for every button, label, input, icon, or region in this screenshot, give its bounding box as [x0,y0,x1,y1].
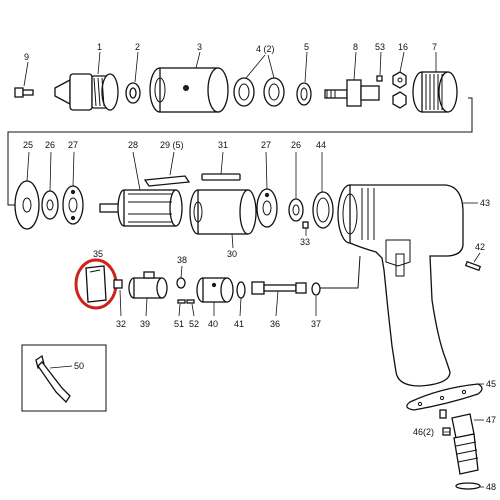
label-43: 43 [480,198,490,208]
part-25-flange [14,180,40,230]
label-9: 9 [24,52,29,62]
part-31-pin [201,173,241,181]
part-1-chuck [54,73,119,111]
label-44: 44 [316,140,326,150]
label-50: 50 [74,361,84,371]
part-4-bearings [233,77,285,107]
part-51-52-pins [177,299,195,304]
part-27b-plate [256,188,278,228]
label-52: 52 [189,319,199,329]
part-3-housing [149,67,229,113]
part-30-cylinder [189,189,257,235]
part-45-plate [406,383,483,411]
label-40: 40 [208,319,218,329]
part-26a-washer [41,190,59,220]
label-46: 46(2) [413,427,434,437]
label-51: 51 [174,319,184,329]
part-40-housing [196,277,234,303]
part-42-pin [464,260,482,272]
part-5-ring [296,82,312,106]
part-38-ball [176,277,186,289]
part-44-ring [312,191,334,229]
label-39: 39 [140,319,150,329]
inset-box [21,344,107,412]
part-2-washer [125,82,141,104]
part-46-screws [439,409,451,436]
part-50-hex-key [35,354,71,404]
part-48-ring [455,482,481,490]
part-37-ring [311,282,321,296]
part-36-shaft [251,281,307,295]
label-26a: 26 [45,140,55,150]
label-36: 36 [270,319,280,329]
part-26b-washer [288,198,304,222]
label-7: 7 [432,42,437,52]
part-47-valve [451,413,479,475]
label-4: 4 (2) [256,44,275,54]
part-7-gear [412,71,458,113]
label-31: 31 [218,140,228,150]
label-16: 16 [398,42,408,52]
part-28-rotor [99,189,183,227]
label-25: 25 [23,140,33,150]
part-16-nuts [392,71,407,109]
label-37: 37 [311,319,321,329]
label-47: 47 [486,415,496,425]
label-29: 29 (5) [160,140,184,150]
label-5: 5 [304,42,309,52]
part-39-clutch [128,271,168,299]
label-8: 8 [353,42,358,52]
label-30: 30 [227,249,237,259]
label-33: 33 [300,237,310,247]
part-41-ring [236,281,246,299]
part-29-vanes [143,175,191,187]
label-41: 41 [234,319,244,329]
part-9-screw [14,87,34,98]
label-53: 53 [375,42,385,52]
label-27a: 27 [68,140,78,150]
label-48: 48 [486,482,496,492]
part-53-pin [376,75,383,82]
label-27b: 27 [261,140,271,150]
label-42: 42 [475,242,485,252]
label-26b: 26 [291,140,301,150]
label-2: 2 [135,42,140,52]
label-1: 1 [97,42,102,52]
part-33-pin [302,221,309,229]
label-38: 38 [177,255,187,265]
label-35: 35 [93,249,103,259]
label-3: 3 [197,42,202,52]
label-45: 45 [486,379,496,389]
part-8-spindle [324,79,380,107]
part-27a-plate [62,185,84,225]
part-43-main-body [337,184,464,387]
part-35-sleeve [85,265,107,303]
label-32: 32 [116,319,126,329]
part-32-screw [113,279,123,289]
label-28: 28 [128,140,138,150]
